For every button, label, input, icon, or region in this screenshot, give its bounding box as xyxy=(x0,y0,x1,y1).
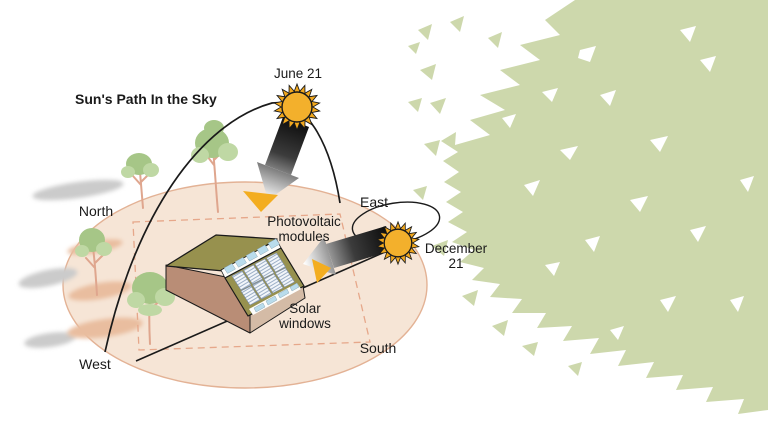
photovoltaic-label-line2: modules xyxy=(278,229,330,244)
big-tree-foliage-icon xyxy=(408,0,768,414)
june-sunlight-hit-triangle xyxy=(243,191,278,212)
tree-icon xyxy=(127,272,175,345)
tree-icon xyxy=(75,228,112,296)
december-21-label: December 21 xyxy=(425,241,487,271)
solar-windows-label: Solar windows xyxy=(279,301,331,331)
compass-east-label: East xyxy=(359,194,389,210)
house-icon xyxy=(165,234,306,334)
june-sun-path-arc xyxy=(104,102,341,353)
december-sunlight-hit-triangle xyxy=(312,259,331,283)
compass-west-label: West xyxy=(79,356,111,372)
june-sun-icon xyxy=(274,84,321,130)
december-label-line2: 21 xyxy=(448,256,464,271)
photovoltaic-modules-label: Photovoltaic modules xyxy=(267,214,341,244)
june-sunbeam-arrow-icon xyxy=(257,117,309,200)
photovoltaic-label-line1: Photovoltaic xyxy=(267,214,341,229)
december-label-line1: December xyxy=(424,241,488,256)
solar-windows-label-line1: Solar xyxy=(289,301,321,316)
house-upper-roof xyxy=(165,234,278,272)
diagram-title: Sun's Path In the Sky xyxy=(75,91,217,107)
compass-north-label: North xyxy=(78,203,114,219)
title-line2: In the Sky xyxy=(150,91,217,107)
title-line1: Sun's Path xyxy=(75,91,147,107)
solar-windows-label-line2: windows xyxy=(279,316,331,331)
clerestory-windows xyxy=(223,238,280,274)
tree-icon xyxy=(121,153,159,209)
june-21-label: June 21 xyxy=(273,66,323,81)
december-sunbeam-arrow-icon xyxy=(303,226,394,275)
solar-windows-row xyxy=(253,282,300,313)
compass-south-label: South xyxy=(359,340,397,356)
photovoltaic-panels xyxy=(231,252,295,306)
